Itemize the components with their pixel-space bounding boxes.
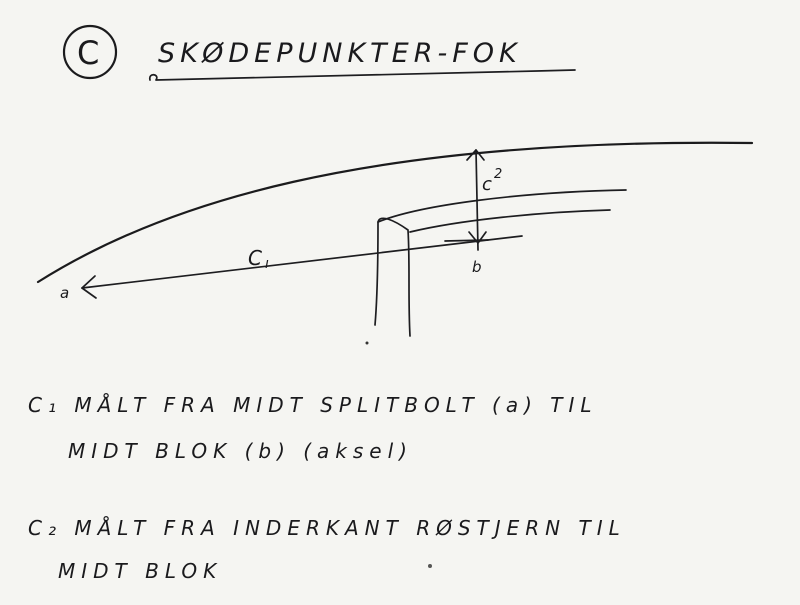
ink-speck [365, 341, 369, 345]
note-c1-line2: MIDT BLOK (b) (aksel) [68, 439, 413, 463]
label-point-b: b [472, 258, 482, 276]
title-group: C SKØDEPUNKTER-FOK [62, 24, 576, 81]
label-c1-sub: ı [265, 256, 269, 272]
upper-rail [377, 189, 627, 223]
block-tick [444, 239, 489, 242]
c1-arrowhead-a [81, 275, 97, 299]
c2-measure-line [475, 149, 479, 251]
c2-arrowhead-top [466, 149, 485, 161]
label-point-a: a [60, 284, 69, 302]
notes-group: C₁ MÅLT FRA MIDT SPLITBOLT (a) TIL MIDT … [28, 393, 626, 583]
circle-mark [62, 24, 118, 80]
deck-curve [36, 141, 754, 284]
label-c2: c [482, 174, 492, 195]
note-c1-line1: C₁ MÅLT FRA MIDT SPLITBOLT (a) TIL [28, 393, 598, 417]
ink-speck [428, 564, 432, 568]
chainplate-outline [374, 217, 411, 337]
title-underline [148, 69, 576, 81]
lower-rail [409, 209, 611, 233]
c1-measure-line [81, 235, 523, 289]
label-c2-sup: 2 [494, 167, 502, 182]
fok-diagram: a b C ı c 2 [36, 141, 754, 568]
note-c2-line2: MIDT BLOK [58, 559, 222, 583]
circle-letter: C [77, 34, 99, 72]
c2-arrowhead-bottom [468, 231, 487, 244]
note-c2-line1: C₂ MÅLT FRA INDERKANT RØSTJERN TIL [28, 516, 626, 540]
page-title: SKØDEPUNKTER-FOK [158, 38, 522, 69]
label-c1: C [248, 246, 262, 270]
